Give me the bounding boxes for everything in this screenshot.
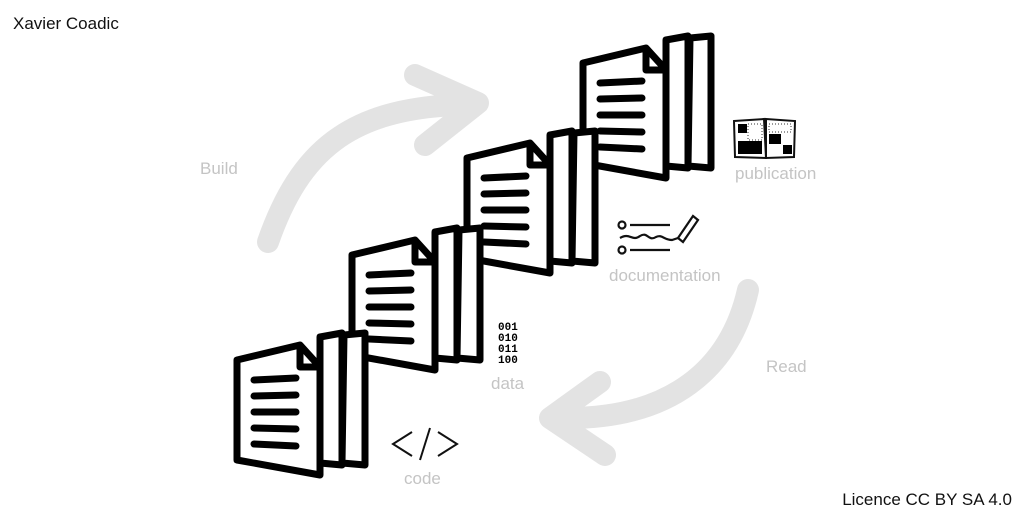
signature-pen-icon xyxy=(617,214,700,255)
document-stack-documentation xyxy=(467,131,595,273)
stage-label-code: code xyxy=(404,469,441,488)
read-label: Read xyxy=(766,357,807,376)
svg-text:100: 100 xyxy=(498,355,518,367)
code-brackets-icon xyxy=(391,427,459,461)
document-stack-data xyxy=(352,228,480,370)
licence-text: Licence CC BY SA 4.0 xyxy=(842,490,1012,509)
svg-text:011: 011 xyxy=(498,344,518,356)
stage-label-data: data xyxy=(491,374,525,393)
author-name: Xavier Coadic xyxy=(13,14,119,33)
build-label: Build xyxy=(200,159,238,178)
svg-text:001: 001 xyxy=(498,322,518,334)
newspaper-icon xyxy=(732,117,797,160)
build-arrow xyxy=(257,64,489,253)
svg-text:010: 010 xyxy=(498,333,518,345)
document-stack-publication xyxy=(583,36,711,178)
read-arrow xyxy=(539,279,759,466)
stage-label-documentation: documentation xyxy=(609,266,721,285)
document-stack-code xyxy=(237,333,365,475)
binary-data-icon: 001 010 011 100 xyxy=(498,322,518,367)
stage-label-publication: publication xyxy=(735,164,816,183)
